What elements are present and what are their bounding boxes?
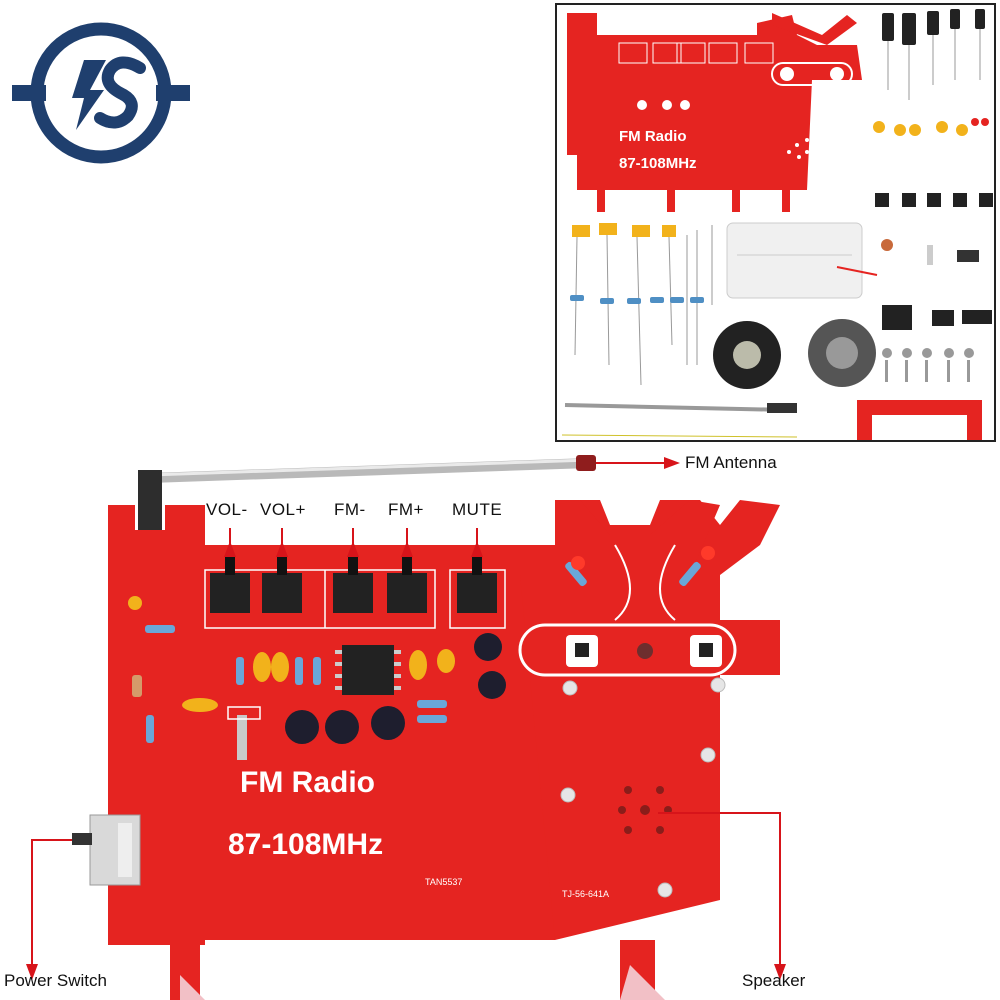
pcb-code-right: TJ-56-641A [562,889,609,899]
kit-parts-photo: FM Radio 87-108MHz [555,3,996,442]
pcb-code-left: TAN5537 [425,877,462,887]
callout-power-switch: Power Switch [4,971,107,990]
button-label-fm-down: FM- [334,500,366,519]
button-label-vol-up: VOL+ [260,500,306,519]
inset-board-title: FM Radio [619,128,687,145]
brand-logo [12,22,190,164]
inset-board-freq: 87-108MHz [619,155,697,172]
callout-fm-antenna: FM Antenna [685,453,777,472]
button-label-fm-up: FM+ [388,500,424,519]
button-label-vol-down: VOL- [206,500,248,519]
callout-speaker: Speaker [742,971,806,990]
assembled-board-photo: TAN5537 TJ-56-641A [26,455,786,1000]
kit-parts-illustration: FM Radio 87-108MHz [561,9,993,440]
button-label-mute: MUTE [452,500,503,519]
board-frequency: 87-108MHz [228,828,384,861]
board-title: FM Radio [240,766,375,799]
